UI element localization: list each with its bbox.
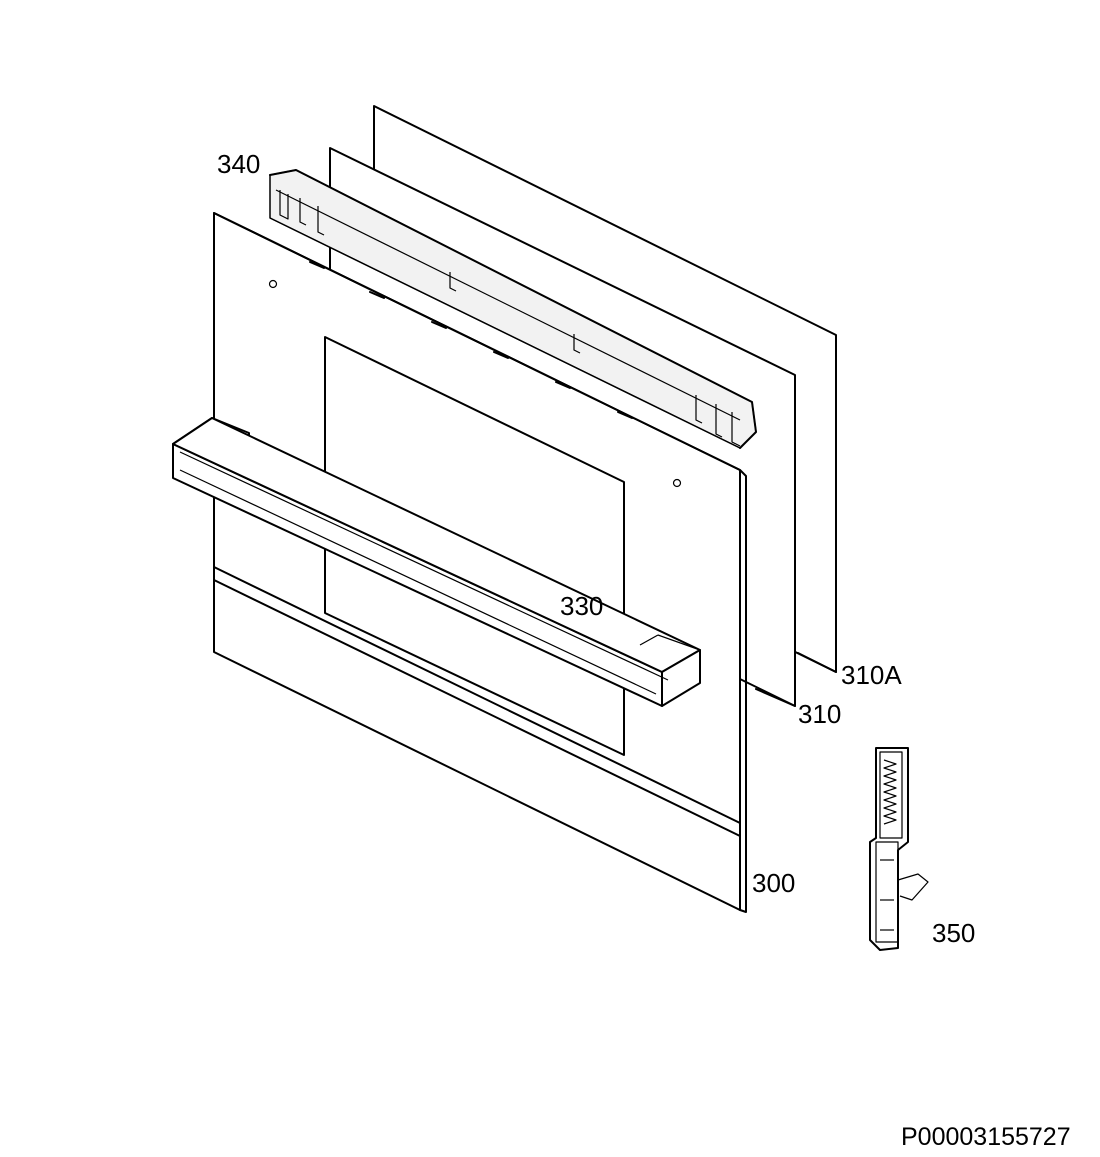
hinge-350 bbox=[869, 747, 929, 951]
handle-bar-330 bbox=[172, 417, 701, 707]
label-350: 350 bbox=[932, 918, 976, 948]
label-300: 300 bbox=[752, 868, 796, 898]
trim-strip-340 bbox=[269, 169, 757, 471]
reference-code: P00003155727 bbox=[901, 1123, 1071, 1151]
label-310: 310 bbox=[798, 699, 842, 729]
label-330: 330 bbox=[560, 591, 604, 621]
label-340: 340 bbox=[217, 149, 261, 179]
label-310a: 310A bbox=[841, 660, 902, 690]
